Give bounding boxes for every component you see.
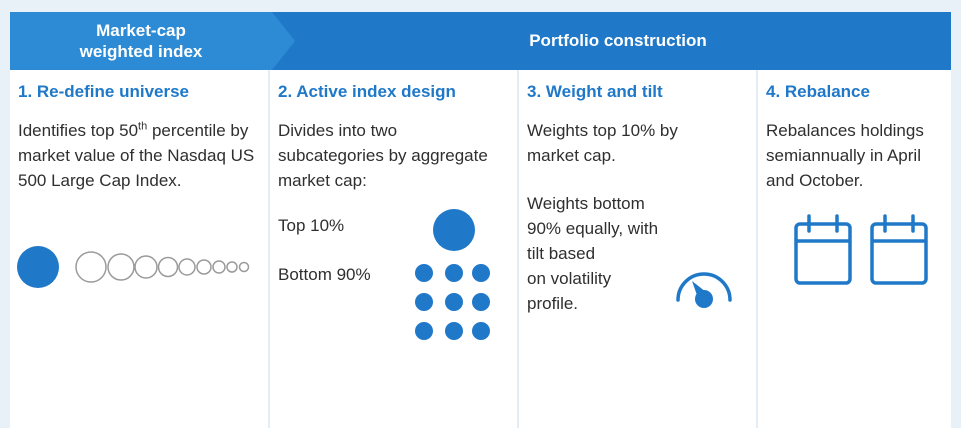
calendar-icon (794, 214, 852, 285)
column-body: Divides into two subcategories by aggreg… (278, 121, 488, 190)
dot-grid-icon (415, 209, 490, 340)
column-divider (268, 70, 270, 428)
top-10-label: Top 10% (278, 216, 345, 235)
column-divider (517, 70, 519, 428)
gauge-icon (676, 272, 732, 308)
column-rebalance: 4. Rebalance Rebalances holdings semiann… (758, 70, 951, 428)
column-body-equal-weight: Weights bottom 90% equally, with tilt ba… (527, 194, 659, 313)
diagram-panel (10, 12, 951, 428)
column-title: 2. Active index design (278, 82, 456, 101)
column-divider (756, 70, 758, 428)
column-title: 3. Weight and tilt (527, 82, 663, 101)
market-cap-header-arrow (10, 12, 295, 70)
column-active-index-design: 2. Active index design Divides into two … (270, 70, 517, 428)
calendar-icon (870, 214, 928, 285)
column-body: Identifies top 50th percentile by market… (18, 120, 255, 190)
bottom-90-label: Bottom 90% (278, 265, 371, 284)
column-title: 1. Re-define universe (18, 82, 190, 101)
column-re-define-universe: 1. Re-define universe Identifies top 50t… (10, 70, 268, 428)
column-body: Rebalances holdings semiannually in Apri… (766, 121, 924, 190)
market-cap-header-label: Market-cap weighted index (79, 21, 203, 61)
column-title: 4. Rebalance (766, 82, 870, 101)
column-body-market-cap: Weights top 10% by market cap. (527, 121, 678, 165)
portfolio-construction-label: Portfolio construction (529, 31, 707, 50)
descending-circles-icon (17, 246, 250, 288)
large-dot-icon (433, 209, 475, 251)
column-weight-and-tilt: 3. Weight and tilt Weights top 10% by ma… (519, 70, 756, 428)
